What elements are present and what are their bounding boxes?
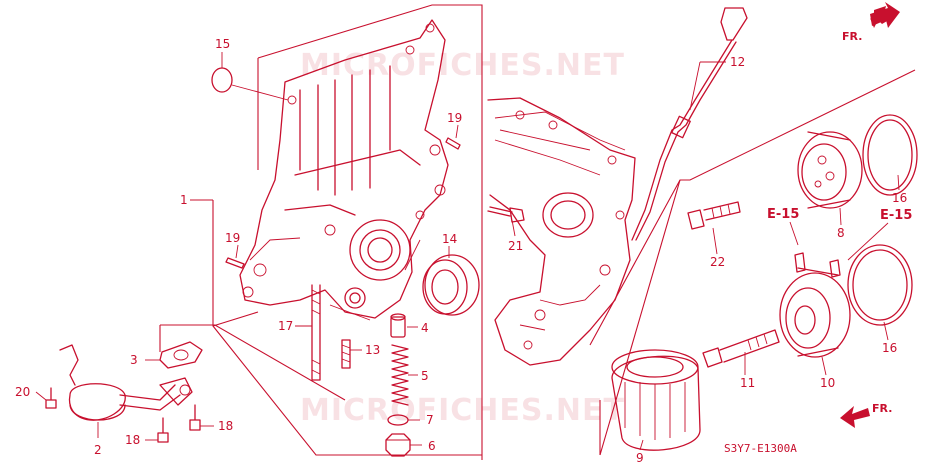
part-strainer-2	[59, 344, 193, 421]
callout-7: 7	[426, 413, 434, 427]
callout-11: 11	[740, 376, 755, 390]
part-gasket-3	[159, 341, 203, 369]
callout-17: 17	[278, 319, 293, 333]
part-small-bolts	[45, 387, 201, 443]
part-front-cover	[239, 19, 449, 321]
part-o-ring-16-bottom	[847, 244, 913, 326]
frame-lines	[159, 4, 916, 460]
part-filter-adapter-8	[797, 131, 863, 209]
part-dowel-pins	[225, 137, 461, 269]
fr-arrow-top: FR.	[842, 2, 900, 43]
callout-12: 12	[730, 55, 745, 69]
part-o-ring-15	[211, 67, 233, 93]
fr-arrow-bottom: FR.	[840, 402, 892, 428]
callout-18-left: 18	[125, 433, 140, 447]
callout-numbers: 1 2 3 4 5 6 7 8 9 10 11 12 13 14 15 16 1…	[15, 37, 907, 465]
callout-4: 4	[421, 321, 429, 335]
leader-lines	[35, 52, 900, 451]
callout-16-bottom: 16	[882, 341, 897, 355]
callout-19-top: 19	[447, 111, 462, 125]
callout-18-right: 18	[218, 419, 233, 433]
part-bolt-21	[487, 206, 525, 223]
callout-14: 14	[442, 232, 457, 246]
callout-1: 1	[180, 193, 188, 207]
part-oil-cooler-10	[779, 252, 851, 358]
callout-3: 3	[130, 353, 138, 367]
part-oil-seal	[422, 254, 480, 316]
part-engine-block	[487, 97, 636, 366]
ref-label-right: E-15	[880, 208, 912, 223]
fr-label-bottom: FR.	[872, 402, 892, 415]
callout-15: 15	[215, 37, 230, 51]
part-dipstick	[631, 7, 748, 241]
callout-6: 6	[428, 439, 436, 453]
diagram-code: S3Y7-E1300A	[724, 442, 797, 455]
callout-2: 2	[94, 443, 102, 457]
ref-label-left: E-15	[767, 207, 799, 222]
callout-9: 9	[636, 451, 644, 465]
part-collar-4	[390, 313, 406, 338]
watermark-bottom: MICROFICHES.NET	[300, 393, 625, 428]
watermark-top: MICROFICHES.NET	[300, 48, 625, 83]
part-stud-17	[311, 284, 321, 381]
callout-19-left: 19	[225, 231, 240, 245]
part-spring-5	[391, 344, 409, 406]
part-oil-filter-9	[611, 349, 701, 451]
part-o-ring-16-top	[862, 114, 918, 196]
callout-8: 8	[837, 226, 845, 240]
callout-16-top: 16	[892, 191, 907, 205]
part-plug-6	[385, 433, 411, 457]
callout-10: 10	[820, 376, 835, 390]
part-fitting-22	[687, 201, 741, 230]
part-stud-13	[341, 339, 351, 369]
callout-5: 5	[421, 369, 429, 383]
callout-22: 22	[710, 255, 725, 269]
fr-label-top: FR.	[842, 30, 862, 43]
callout-13: 13	[365, 343, 380, 357]
callout-20: 20	[15, 385, 30, 399]
part-center-bolt-11	[702, 329, 780, 368]
callout-21: 21	[508, 239, 523, 253]
